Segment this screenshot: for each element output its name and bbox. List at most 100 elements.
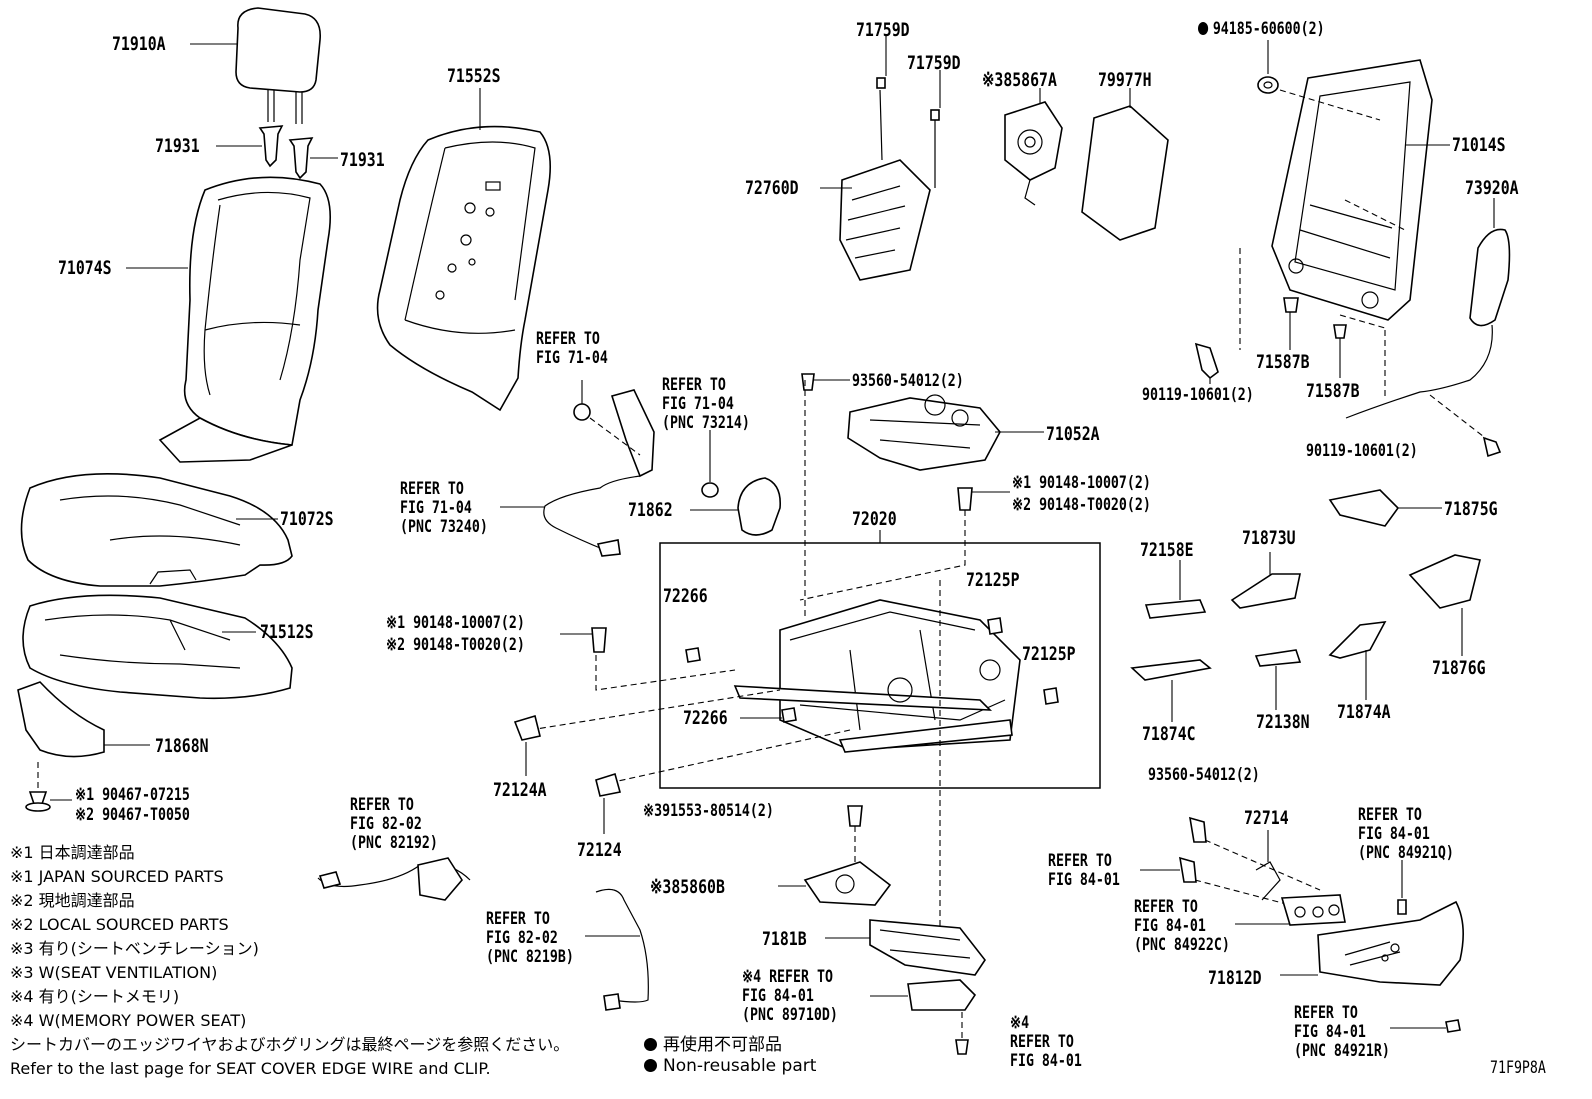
- back-pad-drawing: [376, 88, 551, 412]
- ref-belt-pnc-line1: REFER TO: [662, 375, 726, 395]
- ref-knob-q-line3: (PNC 84921Q): [1358, 843, 1454, 863]
- ref-power-switch-line1: REFER TO: [1134, 897, 1198, 917]
- diagram-code: 71F9P8A: [1490, 1058, 1546, 1078]
- ref-belt-pnc-line2: FIG 71-04: [662, 394, 734, 414]
- label-vent-fan-lower: ※385860B: [650, 876, 725, 898]
- legend: ※1 日本調達部品 ※1 JAPAN SOURCED PARTS ※2 現地調達…: [10, 844, 569, 1084]
- label-cover-71873u: 71873U: [1242, 527, 1296, 549]
- ref-harness-a-line1: REFER TO: [350, 795, 414, 815]
- bolt-drawings-90148: [560, 487, 1010, 653]
- lower-right-assembly-drawing: [1140, 816, 1464, 1033]
- ref-harness-a-line3: (PNC 82192): [350, 833, 438, 853]
- ref-knob-q: REFER TO FIG 84-01 (PNC 84921Q): [1358, 806, 1454, 863]
- label-clip-72266-a: 72266: [663, 585, 708, 607]
- label-recliner: 71052A: [1046, 423, 1100, 445]
- non-reusable-dot-icon: [644, 1038, 657, 1051]
- ref-memory-ecu-line2: FIG 84-01: [742, 986, 814, 1006]
- ref-power-switch: REFER TO FIG 84-01 (PNC 84922C): [1134, 898, 1230, 955]
- memory-ecu-drawing: [870, 979, 977, 1055]
- label-adjuster-assy: 72020: [852, 508, 897, 530]
- label-bolt-90119-a: 90119-10601(2): [1142, 385, 1254, 405]
- recliner-drawing: [801, 373, 1044, 471]
- legend-line-6: ※3 W(SEAT VENTILATION): [10, 963, 218, 982]
- label-bolt-left-1: ※1 90148-10007(2): [386, 613, 525, 633]
- label-blower-fan: ※385867A: [982, 69, 1057, 91]
- blower-fan-drawing: [1004, 88, 1063, 206]
- label-cover-72138n: 72138N: [1256, 711, 1310, 733]
- legend-line-7: ※4 有り(シートメモリ): [10, 987, 180, 1006]
- legend-line-9: シートカバーのエッジワイヤおよびホグリングは最終ページを参照ください。: [10, 1035, 570, 1054]
- label-cover-71876g: 71876G: [1432, 657, 1486, 679]
- ref-bottom-bolt-line2: REFER TO: [1010, 1032, 1074, 1052]
- ref-harness-b: REFER TO FIG 82-02 (PNC 8219B): [486, 910, 574, 967]
- ref-harness-b-line2: FIG 82-02: [486, 928, 558, 948]
- right-covers-drawing: [1130, 489, 1481, 722]
- label-lumbar-assy: 72760D: [745, 177, 799, 199]
- label-cushion-frame: 7181B: [762, 928, 807, 950]
- label-cover-72125p-a: 72125P: [966, 569, 1020, 591]
- adjuster-covers-drawing: [513, 714, 622, 834]
- label-headrest-support-right: 71931: [340, 149, 385, 171]
- ref-belt-wire-line1: REFER TO: [400, 479, 464, 499]
- label-nut-94185-text: 94185-60600(2): [1212, 19, 1325, 39]
- label-cushion-pad: 71512S: [260, 621, 314, 643]
- label-cover-72124: 72124: [577, 839, 622, 861]
- bush-and-bolt-drawings: [1194, 297, 1347, 384]
- label-bolt-upper-1: ※1 90148-10007(2): [1012, 473, 1151, 493]
- ref-bottom-bolt: ※4 REFER TO FIG 84-01: [1010, 1014, 1082, 1071]
- label-cushion-cover: 71072S: [280, 508, 334, 530]
- ref-knob-r: REFER TO FIG 84-01 (PNC 84921R): [1294, 1004, 1390, 1061]
- non-reusable-note-jp-text: 再使用不可部品: [663, 1035, 782, 1055]
- ref-belt-wire-line2: FIG 71-04: [400, 498, 472, 518]
- non-reusable-note-en-text: Non-reusable part: [663, 1056, 817, 1076]
- label-back-pad: 71552S: [447, 65, 501, 87]
- label-headrest: 71910A: [112, 33, 166, 55]
- label-vent-pad: 79977H: [1098, 69, 1152, 91]
- label-lumbar-switch-a: 71759D: [856, 19, 910, 41]
- cushion-frame-drawing: [825, 919, 986, 976]
- label-shield-71812d: 71812D: [1208, 967, 1262, 989]
- ref-harness-b-line3: (PNC 8219B): [486, 947, 574, 967]
- ref-bottom-bolt-line1: ※4: [1010, 1013, 1030, 1033]
- ref-power-switch-line3: (PNC 84922C): [1134, 935, 1230, 955]
- ref-belt-pnc: REFER TO FIG 71-04 (PNC 73214): [662, 376, 750, 433]
- wire-harness-drawing: [317, 857, 649, 1011]
- recliner-cover-drawing: [690, 477, 782, 536]
- label-bolt-93560-right: 93560-54012(2): [1148, 765, 1260, 785]
- label-cover-72125p-b: 72125P: [1022, 643, 1076, 665]
- label-lumbar-switch-b: 71759D: [907, 52, 961, 74]
- ref-belt-pnc-line3: (PNC 73214): [662, 413, 750, 433]
- cushion-cover-drawing: [20, 472, 293, 587]
- label-bolt-left-2: ※2 90148-T0020(2): [386, 635, 525, 655]
- label-bush-b: 71587B: [1306, 380, 1360, 402]
- ref-belt-top: REFER TO FIG 71-04: [536, 330, 608, 368]
- cushion-pad-drawing: [22, 594, 293, 700]
- lumbar-support-drawing: [820, 36, 941, 281]
- ref-power-switch-line2: FIG 84-01: [1134, 916, 1206, 936]
- label-headrest-support-left: 71931: [155, 135, 200, 157]
- ref-right-bolt: REFER TO FIG 84-01: [1048, 852, 1120, 890]
- ref-belt-top-line1: REFER TO: [536, 329, 600, 349]
- label-bolt-93560-top: 93560-54012(2): [852, 371, 964, 391]
- label-clip-72266-b: 72266: [683, 707, 728, 729]
- ref-harness-a-line2: FIG 82-02: [350, 814, 422, 834]
- non-reusable-dot-icon: [644, 1059, 657, 1072]
- label-clip-2: ※2 90467-T0050: [75, 805, 190, 825]
- vent-pad-drawing: [1081, 88, 1169, 241]
- label-recliner-cover: 71862: [628, 499, 673, 521]
- label-seatback-frame: 71014S: [1452, 134, 1506, 156]
- ref-belt-wire: REFER TO FIG 71-04 (PNC 73240): [400, 480, 488, 537]
- label-nut-94185: 94185-60600(2): [1198, 20, 1325, 38]
- ref-memory-ecu: ※4 REFER TO FIG 84-01 (PNC 89710D): [742, 968, 838, 1025]
- legend-line-4: ※2 LOCAL SOURCED PARTS: [10, 915, 229, 934]
- side-airbag-drawing: [1345, 198, 1511, 458]
- ref-knob-q-line1: REFER TO: [1358, 805, 1422, 825]
- label-bolt-upper-2: ※2 90148-T0020(2): [1012, 495, 1151, 515]
- ref-belt-top-line2: FIG 71-04: [536, 348, 608, 368]
- legend-line-2: ※1 JAPAN SOURCED PARTS: [10, 867, 224, 886]
- legend-line-5: ※3 有り(シートベンチレーション): [10, 939, 259, 958]
- legend-line-3: ※2 現地調達部品: [10, 891, 135, 910]
- label-bush-a: 71587B: [1256, 351, 1310, 373]
